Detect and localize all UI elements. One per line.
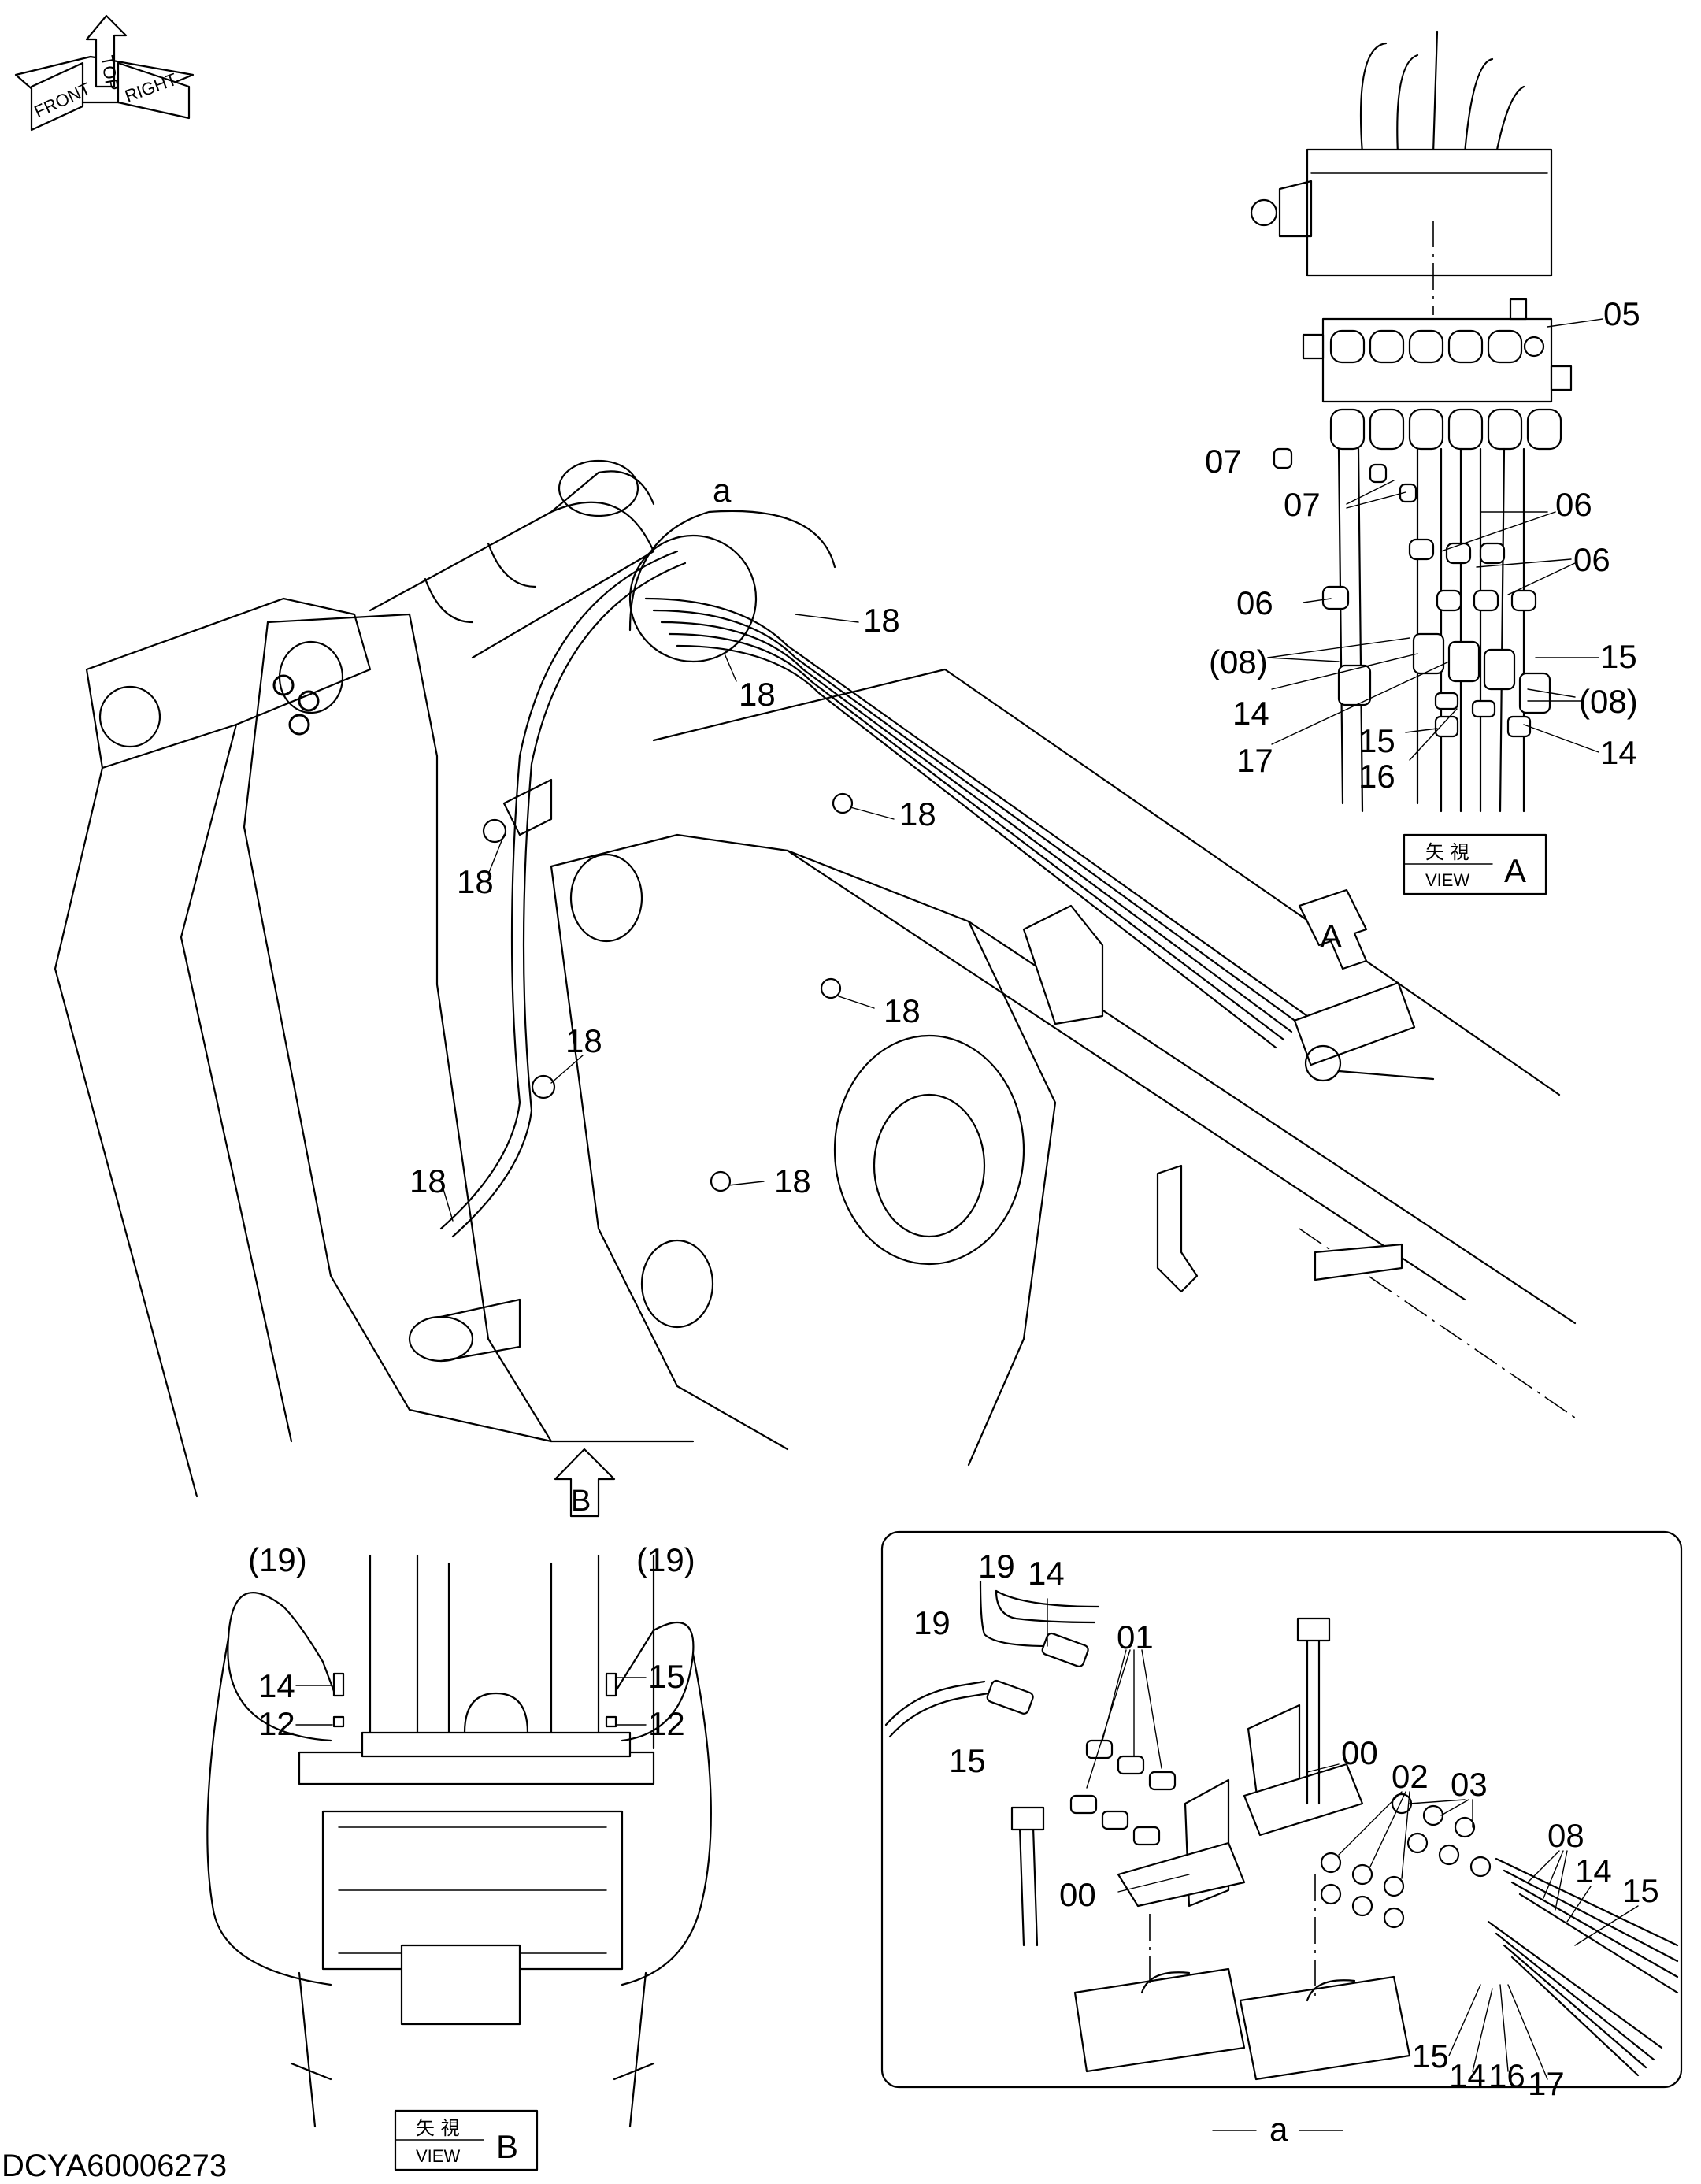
callout-main-7: 18 <box>410 1162 447 1200</box>
callout-b-12-left: 12 <box>258 1705 295 1742</box>
callout-a-06-left: 06 <box>1236 584 1273 621</box>
callout-a-08-right: (08) <box>1579 683 1638 720</box>
view-arrow-b-letter: B <box>571 1485 591 1518</box>
view-b-label-box: 矢 視 VIEW B <box>394 2109 539 2171</box>
callout-a-07-left: 07 <box>1205 443 1242 480</box>
callout-d-02: 02 <box>1392 1758 1429 1795</box>
callout-main-8: 18 <box>774 1162 811 1200</box>
callout-a-06-top: 06 <box>1555 486 1592 523</box>
callout-main-1: 18 <box>863 602 900 639</box>
callout-a-15-mid: 15 <box>1358 722 1395 759</box>
view-a-jp: 矢 視 <box>1425 841 1469 863</box>
callout-d-00-bottom: 00 <box>1059 1876 1096 1913</box>
view-b-letter: B <box>496 2128 518 2165</box>
view-b-callouts: (19) (19) 14 15 12 12 <box>248 1541 695 1742</box>
view-b-en: VIEW <box>416 2146 460 2166</box>
callout-d-14-bottom: 14 <box>1449 2057 1486 2094</box>
detail-a-drawing <box>884 1580 1679 2081</box>
callout-d-19-left: 19 <box>914 1604 951 1641</box>
orientation-icon: FRONT TOP RIGHT <box>14 14 195 132</box>
callout-d-00-top: 00 <box>1341 1734 1378 1771</box>
callout-a-15-top: 15 <box>1600 638 1637 675</box>
callout-b-19-right: (19) <box>636 1541 695 1578</box>
view-arrow-a: A <box>1298 888 1368 970</box>
callout-a-14-right: 14 <box>1600 734 1637 771</box>
drawing-id: DCYA60006273 <box>2 2149 227 2183</box>
detail-a-caption: a <box>1269 2111 1288 2148</box>
main-boom-view <box>54 459 1577 1498</box>
view-a-label-box: 矢 視 VIEW A <box>1403 833 1547 895</box>
detail-a-callouts: 19 14 19 15 01 00 02 03 08 14 15 00 15 1… <box>914 1548 1659 2148</box>
callout-a-06-right: 06 <box>1573 541 1610 578</box>
detail-a-marker: a <box>713 472 732 509</box>
detail-a-frame <box>880 1530 1683 2089</box>
callout-b-14: 14 <box>258 1667 295 1704</box>
callout-a-07-mid: 07 <box>1284 486 1321 523</box>
callout-d-01: 01 <box>1117 1619 1154 1656</box>
view-a-letter: A <box>1504 852 1526 889</box>
callout-a-14-left: 14 <box>1232 695 1269 732</box>
callout-d-15-left: 15 <box>949 1742 986 1779</box>
callout-b-19-left: (19) <box>248 1541 307 1578</box>
callout-a-05: 05 <box>1603 295 1640 332</box>
view-a-drawing <box>1250 30 1603 813</box>
callout-d-14-top: 14 <box>1028 1555 1065 1592</box>
callout-a-08-left: (08) <box>1209 643 1268 680</box>
callout-d-17: 17 <box>1528 2065 1565 2102</box>
view-arrow-a-letter: A <box>1320 918 1342 955</box>
main-callouts: 18 18 18 18 18 18 18 18 a <box>410 472 936 1222</box>
callout-d-15-right: 15 <box>1622 1872 1659 1909</box>
callout-d-16: 16 <box>1488 2057 1525 2094</box>
callout-d-03: 03 <box>1451 1766 1488 1803</box>
callout-main-6: 18 <box>565 1022 602 1059</box>
callout-main-2: 18 <box>739 676 776 713</box>
callout-b-15: 15 <box>648 1658 685 1695</box>
callout-b-12-right: 12 <box>648 1705 685 1742</box>
callout-d-15-bottom: 15 <box>1412 2038 1449 2075</box>
callout-d-08: 08 <box>1547 1817 1584 1854</box>
callout-a-16: 16 <box>1358 758 1395 795</box>
callout-main-4: 18 <box>457 863 494 900</box>
view-a-en: VIEW <box>1425 870 1469 890</box>
callout-d-14-right: 14 <box>1575 1852 1612 1889</box>
callout-a-17: 17 <box>1236 742 1273 779</box>
detail-a-circle <box>628 534 758 663</box>
callout-d-19-top: 19 <box>978 1548 1015 1585</box>
callout-main-5: 18 <box>884 992 921 1029</box>
view-a-callouts: 05 07 07 06 06 06 (08) 15 14 (08) 17 15 … <box>1205 295 1640 795</box>
view-b-drawing <box>206 1554 712 2128</box>
callout-main-3: 18 <box>899 795 936 832</box>
view-b-jp: 矢 視 <box>416 2117 460 2139</box>
view-arrow-b: B <box>554 1448 616 1518</box>
